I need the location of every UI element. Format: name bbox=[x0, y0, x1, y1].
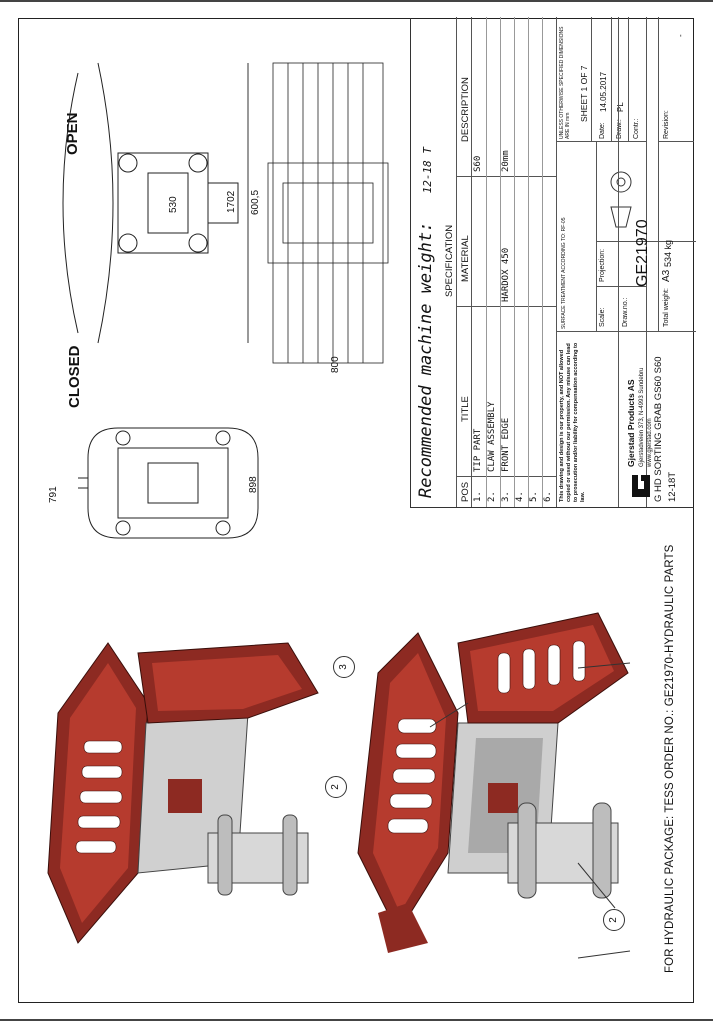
spec-cell-pos: 6. bbox=[543, 491, 553, 502]
surface-treatment: SURFACE TREATMENT ACCORDING TO: RF-05 bbox=[561, 217, 567, 330]
spec-col-material: MATERIAL bbox=[460, 235, 471, 282]
dim-530: 530 bbox=[168, 196, 179, 213]
closed-label: CLOSED bbox=[66, 345, 83, 408]
spec-cell-title: CLAW ASSEMBLY bbox=[487, 401, 497, 472]
spec-row-divider bbox=[528, 17, 529, 507]
total-weight: 534 kg bbox=[663, 239, 673, 267]
render-3d-exploded bbox=[357, 612, 629, 953]
spec-row-divider bbox=[542, 17, 543, 507]
side-view-drawing bbox=[267, 62, 389, 364]
projection-symbol-icon bbox=[610, 171, 632, 228]
spec-row-divider bbox=[514, 17, 515, 507]
total-weight-label: Total weight: bbox=[663, 288, 670, 327]
revision-label: Revision: bbox=[663, 110, 670, 139]
spec-header: SPECIFICATION bbox=[444, 224, 455, 297]
spec-cell-description: 20mm bbox=[501, 150, 511, 172]
company-name: Gjerstad Products AS bbox=[626, 379, 636, 467]
drawing-sheet: FOR HYDRAULIC PACKAGE: TESS ORDER NO.: G… bbox=[18, 17, 696, 1003]
open-view-drawing bbox=[62, 62, 249, 344]
drawing-number: GE21970 bbox=[634, 219, 651, 287]
callout-2-left: 2 bbox=[603, 909, 625, 931]
dim-1702: 1702 bbox=[226, 190, 237, 213]
dim-600-5: 600,5 bbox=[250, 189, 261, 215]
title-block: SPECIFICATION POS TITLE MATERIAL DESCRIP… bbox=[410, 17, 696, 508]
spec-col-description: DESCRIPTION bbox=[460, 77, 471, 142]
dim-791: 791 bbox=[48, 486, 59, 503]
date-label: Date: bbox=[599, 122, 606, 139]
drawing-frame bbox=[18, 18, 694, 1003]
scale-label: Scale: bbox=[599, 307, 606, 327]
spec-cell-description: S60 bbox=[473, 155, 483, 172]
spec-cell-material: HARDOX 450 bbox=[501, 247, 511, 302]
spec-cell-pos: 5. bbox=[529, 491, 539, 502]
spec-cell-pos: 2. bbox=[487, 491, 497, 502]
title-block-bottom: Gjerstad Products AS Gjerstadveien 373, … bbox=[618, 17, 694, 508]
projection-label: Projection: bbox=[599, 248, 606, 282]
closed-view-drawing bbox=[78, 427, 259, 539]
render-3d-assembled bbox=[47, 642, 319, 944]
company-logo bbox=[632, 475, 650, 497]
spec-cell-title: FRONT EDGE bbox=[501, 417, 511, 472]
date-value: 14.05.2017 bbox=[599, 71, 608, 112]
spec-cell-pos: 3. bbox=[501, 491, 511, 502]
company-web: www.gjerstad.com bbox=[647, 418, 653, 467]
tolerance-note: UNLESS OTHERWISE SPECIFIED DIMENSIONS AR… bbox=[559, 26, 571, 139]
sheet-number: SHEET 1 OF 7 bbox=[579, 65, 589, 122]
callout-leaders bbox=[429, 662, 631, 959]
spec-col-pos: POS bbox=[460, 481, 471, 502]
dim-898: 898 bbox=[248, 476, 259, 493]
spec-cell-pos: 4. bbox=[515, 491, 525, 502]
dim-800: 800 bbox=[330, 356, 341, 373]
revision-value: - bbox=[676, 34, 685, 37]
spec-col-title: TITLE bbox=[460, 396, 471, 422]
drawing-number-label: Draw.no.: bbox=[622, 297, 629, 327]
disclaimer: This drawing and design is our property,… bbox=[559, 342, 586, 502]
company-address: Gjerstadveien 373, N-4993 Sundebru bbox=[639, 367, 645, 467]
spec-cell-title: TIP PART bbox=[473, 428, 483, 472]
spec-cell-pos: 1. bbox=[473, 491, 483, 502]
